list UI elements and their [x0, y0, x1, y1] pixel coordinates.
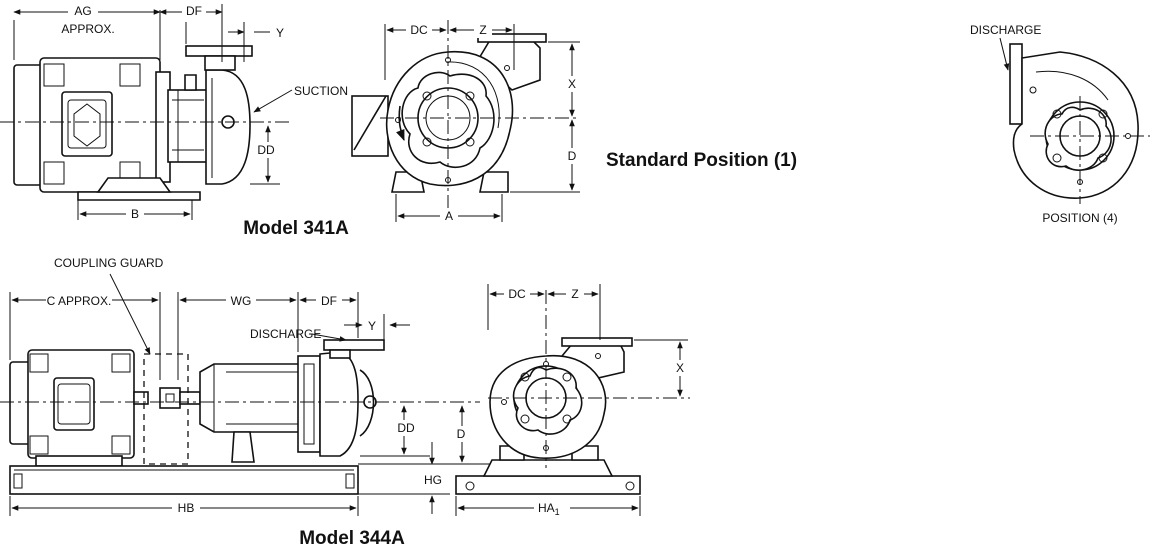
title-model-344a: Model 344A [299, 528, 405, 549]
dim-label-approx: APPROX. [61, 22, 114, 36]
dim-label-dc-top: DC [410, 23, 428, 37]
dim-label-hg: HG [424, 473, 442, 487]
model-344a-end-view-dimensions: DC Z X HA1 [455, 284, 688, 517]
model-344a-dimensions: C APPROX. WG DF COUPLING GUARD DISCHARGE… [9, 256, 490, 516]
dim-label-d-top: D [568, 149, 577, 163]
model-341a-dimensions: AG APPROX. DF Y SUCTION DD B [13, 4, 348, 222]
dim-label-dd-bottom: DD [397, 421, 415, 435]
dim-label-z-top: Z [479, 23, 486, 37]
dim-label-ag: AG [74, 4, 91, 18]
title-model-341a: Model 341A [243, 218, 349, 239]
model-341a-side-view [0, 45, 290, 201]
title-standard-position: Standard Position (1) [606, 150, 797, 171]
dim-label-c-approx: C APPROX. [47, 294, 112, 308]
coupling-guard-label: COUPLING GUARD [54, 256, 164, 270]
dim-label-wg: WG [231, 294, 252, 308]
standard-position-end-view [351, 20, 580, 210]
dim-label-y-bottom: Y [368, 319, 376, 333]
dim-label-hb: HB [178, 501, 195, 515]
dim-label-x-top: X [568, 77, 576, 91]
standard-position-dimensions: DC Z X D A [384, 22, 580, 224]
position-4-view: DISCHARGE POSITION (4) [970, 23, 1150, 225]
discharge-label-position4: DISCHARGE [970, 23, 1041, 37]
dim-label-a: A [445, 209, 453, 223]
dim-label-y-top: Y [276, 26, 284, 40]
dim-label-z-bottom: Z [571, 287, 578, 301]
dim-label-b: B [131, 207, 139, 221]
dim-label-df-bottom: DF [321, 294, 337, 308]
suction-label: SUCTION [294, 84, 348, 98]
dim-label-dc-bottom: DC [508, 287, 526, 301]
dim-label-x-bottom: X [676, 361, 684, 375]
dim-label-ha: HA1 [538, 501, 560, 517]
dim-label-d-bottom: D [457, 427, 466, 441]
discharge-label-bottom: DISCHARGE [250, 327, 321, 341]
dim-label-df-top: DF [186, 4, 202, 18]
model-344a-side-view [0, 339, 480, 495]
model-344a-end-view [455, 290, 690, 495]
position-4-label: POSITION (4) [1042, 211, 1117, 225]
dim-label-dd-top: DD [257, 143, 275, 157]
